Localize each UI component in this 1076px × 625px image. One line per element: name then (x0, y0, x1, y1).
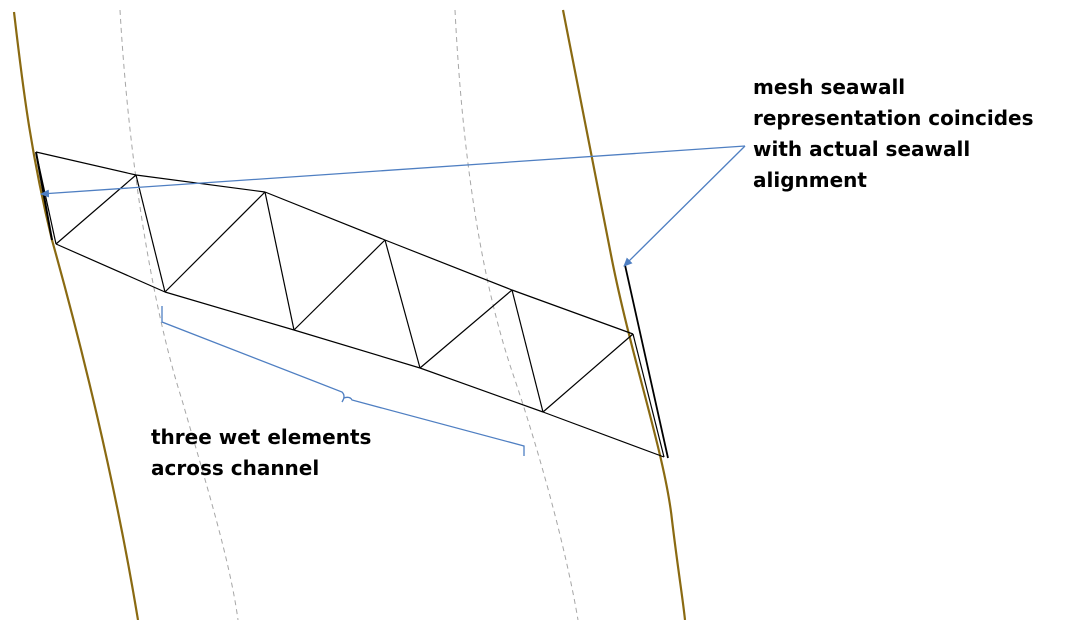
wet-elements-annotation-label: three wet elements across channel (151, 422, 371, 484)
mesh-bottom-edge (542, 411, 665, 458)
mesh-bottom-edge (164, 291, 295, 331)
mesh-bottom-edge (419, 367, 544, 413)
wet-elements-brace (161, 306, 525, 456)
mesh-diagonal-edge (419, 289, 513, 369)
seawall-annotation-label: mesh seawall representation coincides wi… (753, 72, 1033, 196)
centerline-guides (119, 9, 579, 621)
mesh-cross-edge (632, 333, 665, 458)
mesh-bottom-edge (293, 329, 421, 369)
mesh-top-edge (384, 239, 513, 291)
seawall-note-line: representation coincides (753, 106, 1034, 130)
mesh-top-edge (511, 289, 634, 335)
mesh-diagonal-edge (164, 191, 266, 293)
seawall-note-line: alignment (753, 168, 867, 192)
left-seawall (12, 11, 140, 621)
mesh-diagonal-edge (542, 333, 634, 413)
mesh-cross-edge (264, 191, 295, 331)
mesh-elements (35, 151, 665, 458)
wet-note-line: across channel (151, 456, 320, 480)
mesh-seawall-edge (624, 264, 669, 459)
callout-arrow-left-seawall (40, 145, 746, 198)
mesh-bottom-edge (55, 243, 166, 293)
seawall-note-line: with actual seawall (753, 137, 971, 161)
seawall-banks (12, 9, 687, 621)
seawall-note-line: mesh seawall (753, 75, 906, 99)
right-seawall (561, 9, 687, 621)
mesh-cross-edge (384, 239, 421, 369)
mesh-top-edge (264, 191, 386, 241)
mesh-diagonal-edge (293, 239, 386, 331)
left-dashed-guide (119, 9, 239, 621)
mesh-diagonal-edge (55, 174, 137, 245)
annotation-graphics (40, 145, 746, 456)
callout-arrow-right-seawall (623, 145, 746, 267)
mesh-seawall-edge (35, 151, 53, 241)
wet-note-line: three wet elements (151, 425, 372, 449)
mesh-top-edge (35, 151, 137, 176)
mesh-cross-edge (511, 289, 544, 413)
right-dashed-guide (454, 9, 579, 621)
mesh-cross-edge (135, 174, 166, 293)
